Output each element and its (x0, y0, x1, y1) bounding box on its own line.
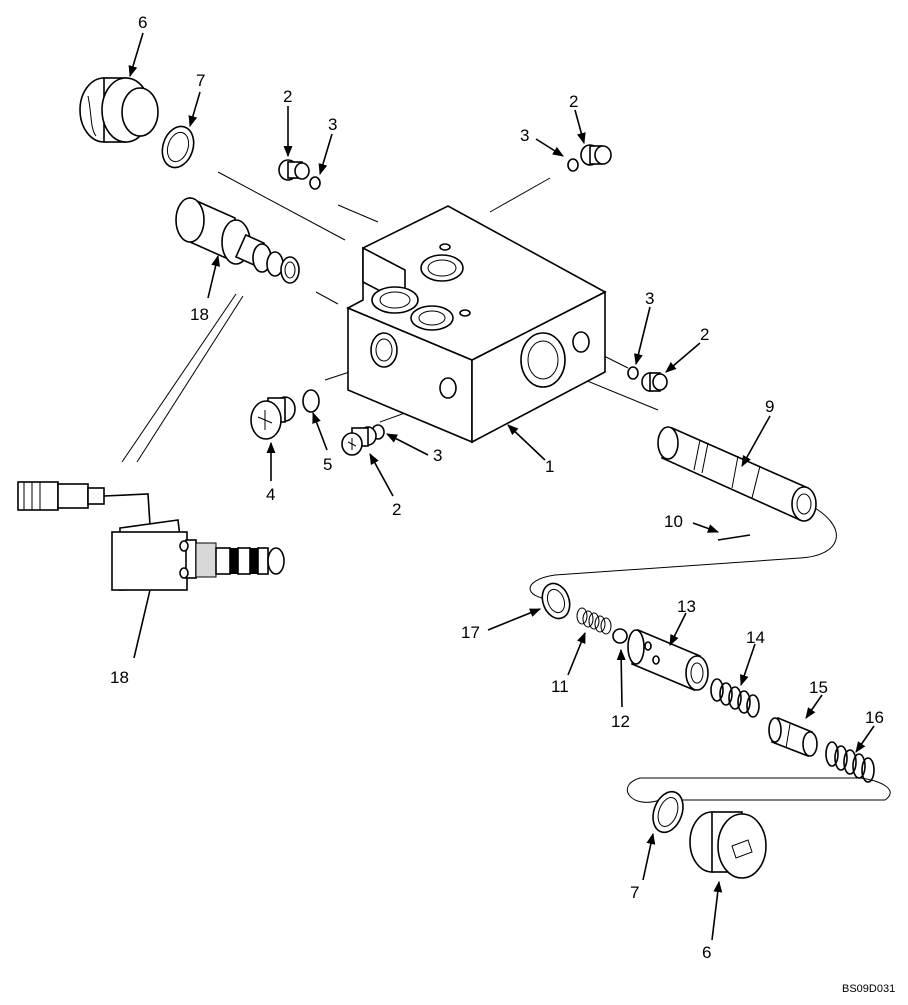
callout-3-a: 3 (328, 115, 337, 134)
callout-17: 17 (461, 623, 480, 642)
callout-14: 14 (746, 628, 765, 647)
small-plug-2b (580, 144, 612, 166)
seal-ring-top (161, 125, 195, 169)
leader-arrows (128, 32, 875, 941)
callout-2-a: 2 (283, 87, 292, 106)
callout-13: 13 (677, 597, 696, 616)
callout-11: 11 (551, 677, 569, 696)
callout-18-top: 18 (190, 305, 209, 324)
o-ring-3a (309, 176, 321, 190)
seal-ring-bottom (652, 790, 684, 834)
small-plug-2d (341, 426, 377, 456)
poppet-13 (627, 628, 709, 692)
guide-15 (768, 716, 818, 758)
callout-10: 10 (664, 512, 683, 531)
callout-18-bottom: 18 (110, 668, 129, 687)
spring-16 (825, 741, 875, 783)
drawing-code: BS09D031 (842, 983, 895, 995)
callout-16: 16 (865, 708, 884, 727)
callout-4: 4 (266, 485, 275, 504)
callout-5: 5 (323, 455, 332, 474)
o-ring-5 (302, 389, 320, 413)
spring-14 (710, 678, 760, 718)
callout-7-top: 7 (196, 71, 205, 90)
callout-2-c: 2 (700, 325, 709, 344)
callout-7-bottom: 7 (630, 883, 639, 902)
small-plug-2a (278, 159, 310, 181)
retaining-ring-17 (541, 582, 571, 620)
callout-6-top: 6 (138, 13, 147, 32)
callout-15: 15 (809, 678, 828, 697)
spring-11 (576, 607, 612, 635)
o-ring-3c (627, 366, 639, 380)
o-ring-3b (567, 158, 579, 172)
valve-block (346, 205, 607, 444)
small-plug-2c (641, 372, 668, 392)
callout-6-bottom: 6 (702, 943, 711, 962)
callout-3-b: 3 (520, 126, 529, 145)
callout-12: 12 (611, 712, 630, 731)
spool-9 (657, 426, 817, 522)
callout-9: 9 (765, 397, 774, 416)
plug-4 (250, 396, 296, 440)
callout-3-c: 3 (645, 289, 654, 308)
plug-bottom (689, 811, 767, 879)
callout-labels: 6 7 2 3 3 2 18 3 2 9 4 5 3 1 2 10 17 13 … (110, 13, 884, 962)
callout-2-b: 2 (569, 92, 578, 111)
callout-3-d: 3 (433, 446, 442, 465)
solenoid-18-bottom (17, 481, 285, 591)
plug-top (79, 77, 159, 143)
cartridge-18-top (175, 196, 300, 284)
ball-12 (612, 628, 628, 644)
callout-1: 1 (545, 457, 554, 476)
pin-10 (717, 534, 751, 541)
callout-2-d: 2 (392, 500, 401, 519)
